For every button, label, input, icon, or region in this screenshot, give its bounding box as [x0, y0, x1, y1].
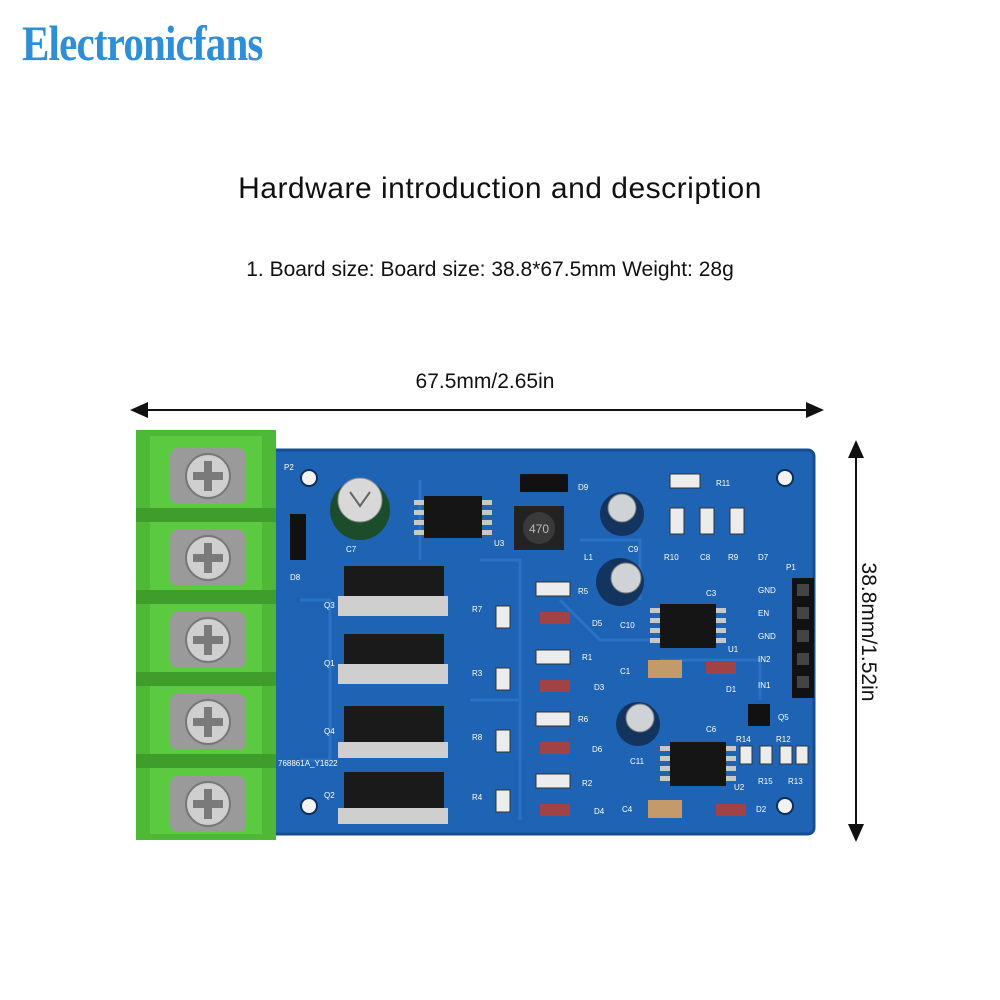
- label-r15: R15: [758, 777, 773, 786]
- pcb: 470: [260, 448, 816, 836]
- label-c7: C7: [346, 545, 357, 554]
- label-p2: P2: [284, 463, 294, 472]
- label-r11: R11: [716, 479, 731, 488]
- label-p1: P1: [786, 563, 796, 572]
- pin-label-gnd-1: GND: [758, 586, 776, 595]
- label-c1: C1: [620, 667, 631, 676]
- pin-label-in1: IN1: [758, 681, 771, 690]
- terminal-screw: [170, 612, 246, 668]
- screw-terminal-block: [136, 430, 276, 840]
- label-d2: D2: [756, 805, 767, 814]
- label-r7: R7: [472, 605, 483, 614]
- label-q5: Q5: [778, 713, 789, 722]
- capacitor-c9: [600, 492, 644, 536]
- label-r5: R5: [578, 587, 589, 596]
- label-c3: C3: [706, 589, 717, 598]
- label-c4: C4: [622, 805, 633, 814]
- terminal-screw: [170, 694, 246, 750]
- brand-logo: Electronicfans: [22, 15, 263, 71]
- label-c10: C10: [620, 621, 635, 630]
- label-d9: D9: [578, 483, 589, 492]
- label-r12: R12: [776, 735, 791, 744]
- pin-label-in2: IN2: [758, 655, 771, 664]
- label-q2: Q2: [324, 791, 335, 800]
- capacitor-c10: [596, 558, 644, 606]
- pin-label-gnd-2: GND: [758, 632, 776, 641]
- label-c11: C11: [630, 757, 645, 766]
- label-d1: D1: [726, 685, 737, 694]
- label-u2: U2: [734, 783, 745, 792]
- transistor-q5: [748, 704, 770, 726]
- diode-d8: [290, 514, 306, 560]
- label-r10: R10: [664, 553, 679, 562]
- label-r3: R3: [472, 669, 483, 678]
- label-d3: D3: [594, 683, 605, 692]
- label-u3: U3: [494, 539, 505, 548]
- terminal-screw: [170, 448, 246, 504]
- board-size-description: 1. Board size: Board size: 38.8*67.5mm W…: [246, 258, 734, 281]
- label-r8: R8: [472, 733, 483, 742]
- label-q3: Q3: [324, 601, 335, 610]
- chip-u1: [650, 604, 726, 648]
- label-r14: R14: [736, 735, 751, 744]
- capacitor-c11: [616, 702, 660, 746]
- page-title: Hardware introduction and description: [238, 172, 762, 205]
- chip-u3: [414, 496, 492, 538]
- label-d7: D7: [758, 553, 769, 562]
- diode-d9: [520, 474, 568, 492]
- inductor-l1: 470: [514, 506, 564, 550]
- label-q4: Q4: [324, 727, 335, 736]
- label-d5: D5: [592, 619, 603, 628]
- label-r1: R1: [582, 653, 593, 662]
- label-d8: D8: [290, 573, 301, 582]
- label-c8: C8: [700, 553, 711, 562]
- pcb-code: 768861A_Y1622: [278, 759, 338, 768]
- label-r4: R4: [472, 793, 483, 802]
- width-dimension-label: 67.5mm/2.65in: [415, 370, 555, 393]
- header-p1: [792, 578, 814, 698]
- capacitor-c7: [330, 477, 390, 540]
- label-q1: Q1: [324, 659, 335, 668]
- terminal-screw: [170, 530, 246, 586]
- label-d4: D4: [594, 807, 605, 816]
- label-c9: C9: [628, 545, 639, 554]
- label-r2: R2: [582, 779, 593, 788]
- inductor-marking: 470: [529, 522, 549, 536]
- label-u1: U1: [728, 645, 739, 654]
- chip-u2: [660, 742, 736, 786]
- label-l1: L1: [584, 553, 593, 562]
- label-d6: D6: [592, 745, 603, 754]
- terminal-screw: [170, 776, 246, 832]
- label-c6: C6: [706, 725, 717, 734]
- mosfets: [338, 566, 448, 824]
- label-r6: R6: [578, 715, 589, 724]
- label-r13: R13: [788, 777, 803, 786]
- label-r9: R9: [728, 553, 739, 562]
- pin-label-en: EN: [758, 609, 769, 618]
